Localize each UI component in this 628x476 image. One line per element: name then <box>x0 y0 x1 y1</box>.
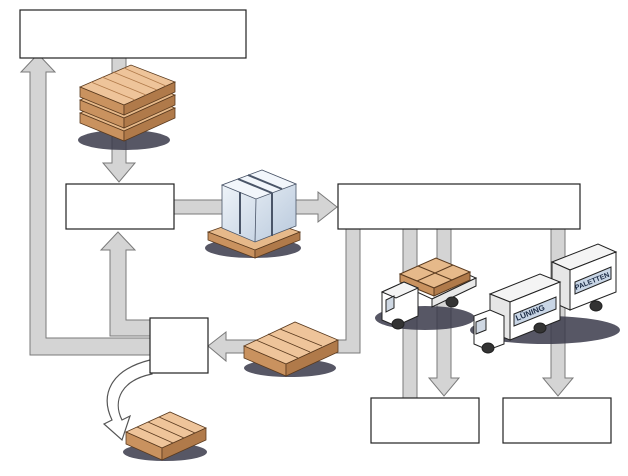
box-bottom-center <box>370 397 480 444</box>
pallet-icon-right <box>243 321 339 377</box>
box-middle-right <box>337 183 581 230</box>
pallet-icon-discarded <box>123 411 207 461</box>
sign-luning-bg <box>513 296 557 327</box>
wrapped-pallet-icon <box>205 169 302 259</box>
box-top-left <box>19 9 247 59</box>
return-arrow-inner <box>99 231 151 337</box>
curved-discard-arrow <box>102 359 153 442</box>
box-bottom-right <box>502 397 612 444</box>
sign-paletten-bg <box>574 266 612 295</box>
box-middle-left <box>65 183 175 230</box>
box-truck-icon <box>470 243 620 354</box>
stacked-pallets-icon <box>78 64 177 150</box>
box-small-center <box>149 317 209 374</box>
boxes <box>19 9 612 444</box>
flatbed-truck-icon <box>375 257 478 330</box>
